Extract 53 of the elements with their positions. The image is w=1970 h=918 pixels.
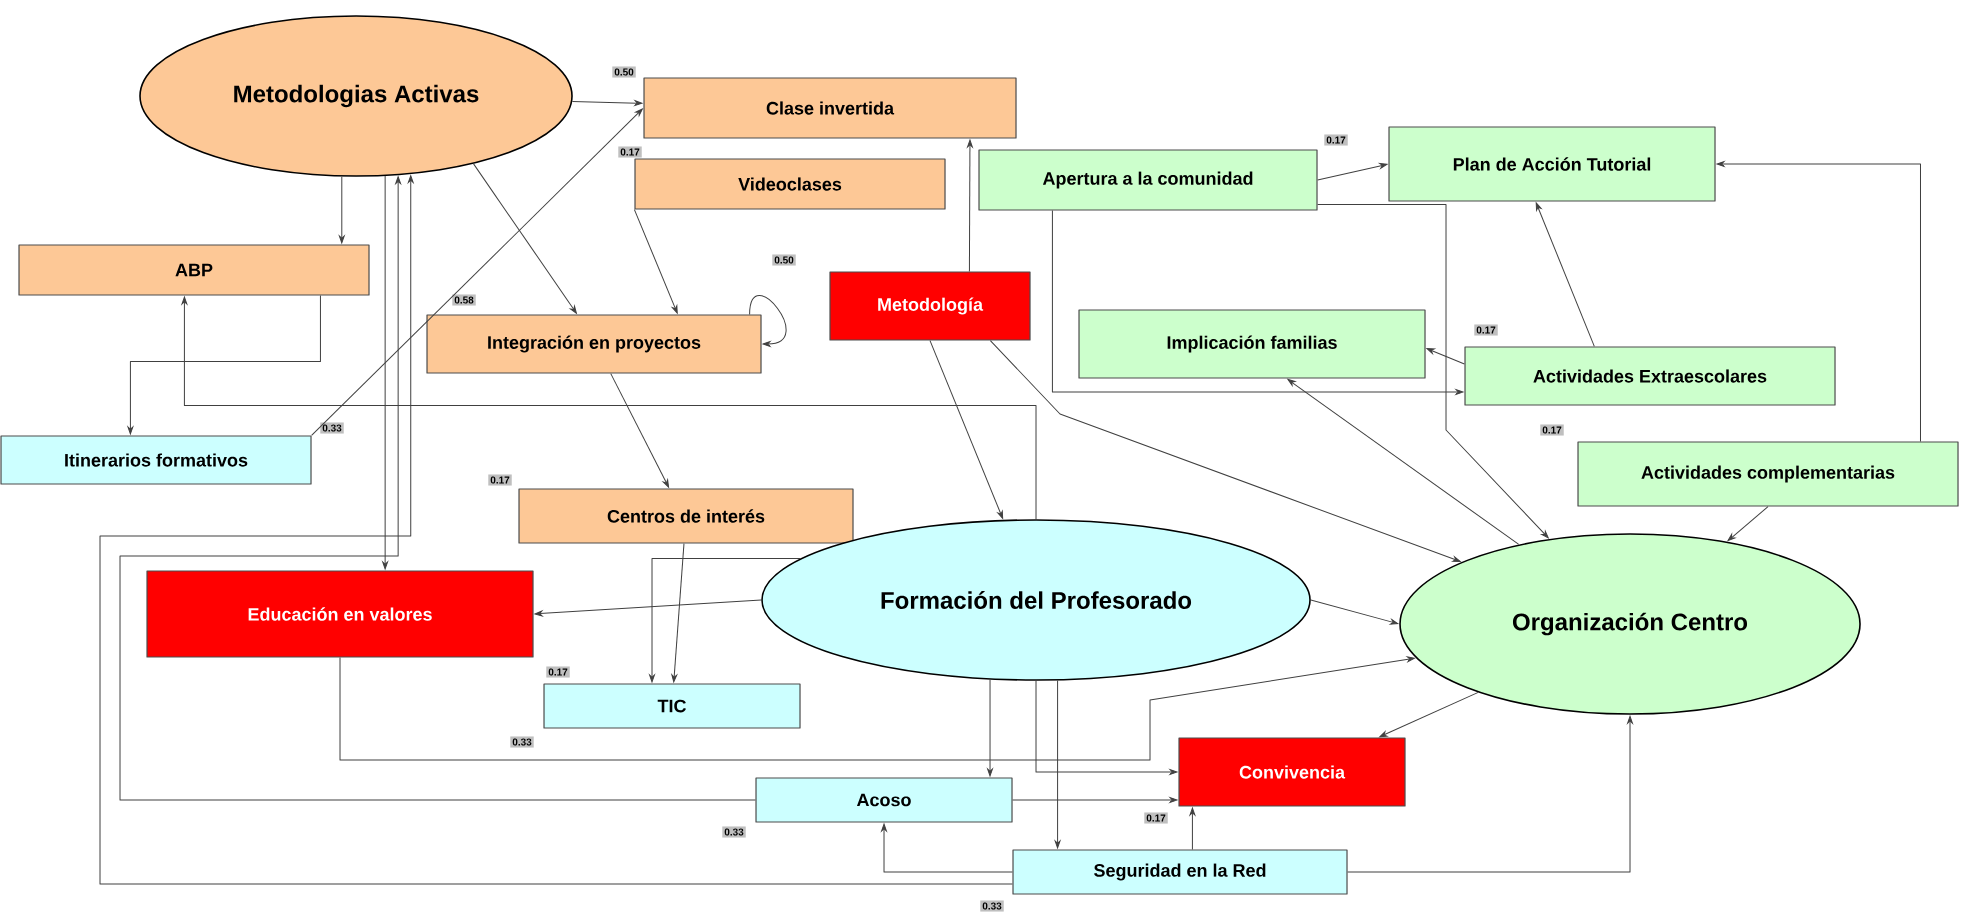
arrow: [1317, 163, 1388, 181]
arrow: [99, 175, 1013, 885]
arrow: [181, 296, 1037, 520]
arrow: [127, 295, 321, 435]
arrow: [338, 176, 345, 244]
concept-box: Videoclases: [634, 158, 946, 210]
concept-box: Implicación familias: [1078, 309, 1426, 379]
concept-box: Apertura a la comunidad: [978, 149, 1318, 211]
concept-box: Seguridad en la Red: [1012, 849, 1348, 895]
arrow: [571, 100, 643, 106]
arrow: [1035, 680, 1178, 775]
concept-box: TIC: [543, 683, 801, 729]
arrow: [119, 176, 756, 801]
arrow: [311, 108, 643, 436]
arrow: [1727, 506, 1769, 542]
arrow: [929, 340, 1004, 519]
arrow: [1426, 348, 1465, 365]
arrow: [1287, 379, 1520, 545]
loop-arrow: [749, 294, 787, 347]
concept-box: Integración en proyectos: [426, 314, 762, 374]
arrow: [987, 679, 993, 777]
concept-box: Convivencia: [1178, 737, 1406, 807]
arrow: [382, 175, 389, 570]
concept-box: Educación en valores: [146, 570, 534, 658]
arrow: [610, 373, 670, 488]
arrow: [967, 139, 973, 272]
concept-box: Clase invertida: [643, 77, 1017, 139]
arrow: [881, 823, 1013, 873]
arrow: [1535, 202, 1595, 347]
arrow: [1051, 210, 1464, 395]
arrow: [989, 340, 1461, 562]
arrow: [649, 557, 801, 683]
concept-box: Itinerarios formativos: [0, 435, 312, 485]
concept-box: Actividades complementarias: [1577, 441, 1959, 507]
concept-box: ABP: [18, 244, 370, 296]
arrow: [671, 543, 685, 683]
arrow: [1317, 204, 1549, 539]
arrow: [1054, 680, 1061, 849]
arrow: [339, 656, 1415, 761]
arrow: [633, 209, 678, 314]
concept-box: Acoso: [755, 777, 1013, 823]
concept-box: Plan de Acción Tutorial: [1388, 126, 1716, 202]
arrow: [1379, 691, 1479, 738]
concept-box: Centros de interés: [518, 488, 854, 544]
arrow: [1012, 797, 1178, 803]
arrow: [1310, 599, 1399, 625]
arrow: [1347, 715, 1633, 873]
arrow: [1189, 807, 1196, 850]
arrow: [473, 163, 577, 314]
arrow: [1716, 161, 1921, 442]
concept-box: Metodología: [829, 271, 1031, 341]
arrow: [534, 599, 762, 617]
concept-box: Actividades Extraescolares: [1464, 346, 1836, 406]
